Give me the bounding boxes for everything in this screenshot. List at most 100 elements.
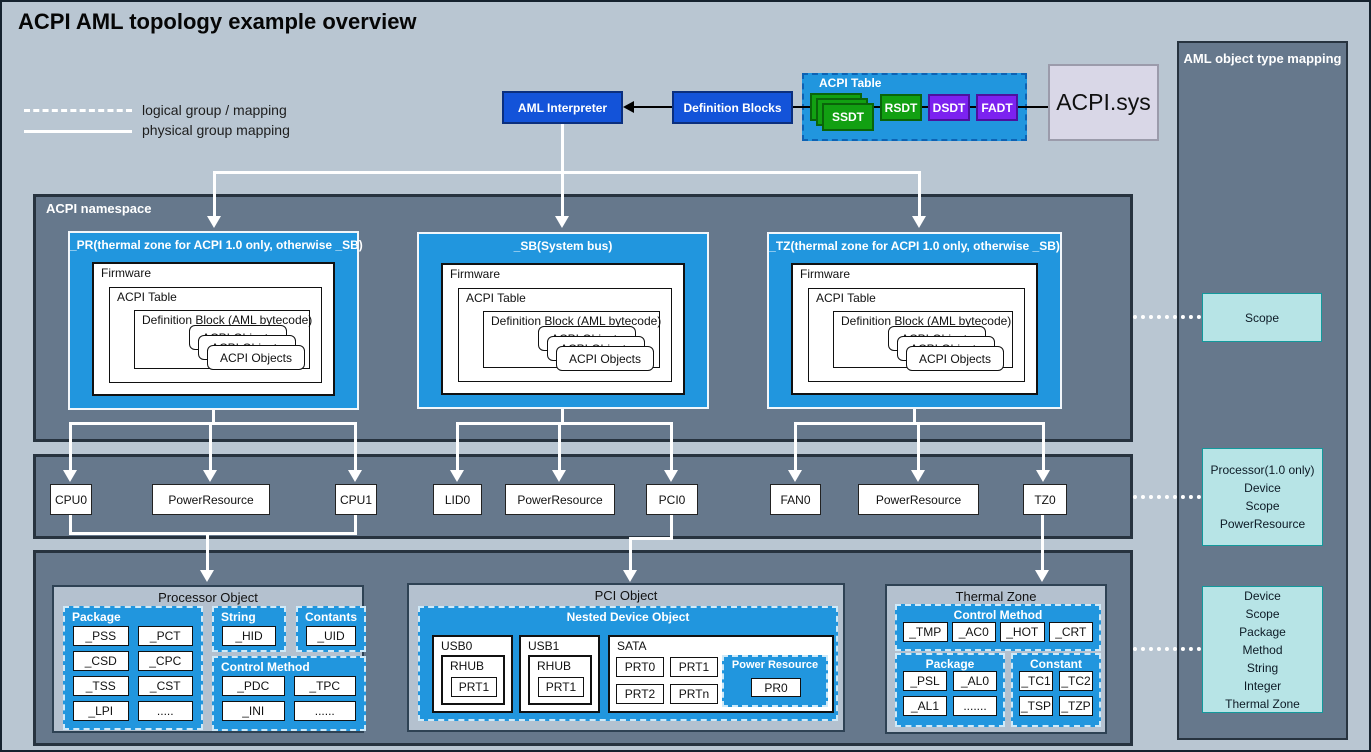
connector-tz0-drop bbox=[1041, 515, 1044, 570]
processor-object-title: Processor Object bbox=[158, 590, 258, 605]
rhub-box: RHUB PRT1 bbox=[441, 655, 505, 705]
tc1-cell: _TC1 bbox=[1019, 671, 1053, 691]
namespace-node-pr: _PR(thermal zone for ACPI 1.0 only, othe… bbox=[68, 231, 363, 410]
prt1-cell: PRT1 bbox=[670, 657, 718, 677]
pdc-cell: _PDC bbox=[222, 676, 285, 696]
acpi-table-label: ACPI Table bbox=[466, 291, 526, 305]
prtn-cell: PRTn bbox=[670, 684, 718, 704]
mapping-line: Scope bbox=[1245, 606, 1280, 621]
hid-cell: _HID bbox=[222, 626, 276, 646]
fadt-label: FADT bbox=[981, 100, 1013, 115]
legend-solid-label: physical group mapping bbox=[142, 122, 290, 138]
pr0-cell: PR0 bbox=[751, 678, 801, 697]
firmware-box: Firmware ACPI Table Definition Block (AM… bbox=[791, 263, 1038, 395]
arrow-down-icon bbox=[623, 570, 637, 582]
ini-cell: _INI bbox=[222, 701, 285, 721]
arrow-down-icon bbox=[203, 470, 217, 482]
mapping-line: Method bbox=[1242, 642, 1283, 657]
legend-solid-line bbox=[24, 130, 132, 133]
control-method-group: Control Method _PDC _TPC _INI ...... bbox=[212, 656, 366, 731]
tz-control-method-label: Control Method bbox=[953, 608, 1043, 622]
dotted-connector-processor bbox=[1133, 495, 1201, 499]
arrow-down-icon bbox=[207, 216, 221, 228]
thermal-zone-title: Thermal Zone bbox=[955, 589, 1037, 604]
sata-label: SATA bbox=[617, 639, 647, 653]
acpi-namespace-label: ACPI namespace bbox=[46, 201, 152, 216]
package-label: Package bbox=[72, 610, 121, 624]
mapping-line: Scope bbox=[1244, 310, 1280, 325]
namespace-node-title: _PR(thermal zone for ACPI 1.0 only, othe… bbox=[70, 238, 363, 252]
pci0-box: PCI0 bbox=[646, 484, 698, 515]
connector-pr-drop2 bbox=[209, 422, 212, 472]
acpi-sys-box: ACPI.sys bbox=[1048, 64, 1159, 141]
connector-pr-stub bbox=[212, 410, 215, 423]
connector-drop-pr bbox=[213, 171, 216, 217]
namespace-node-tz: _TZ(thermal zone for ACPI 1.0 only, othe… bbox=[767, 232, 1062, 409]
nested-device-object-group: Nested Device Object USB0 RHUB PRT1 USB1… bbox=[418, 606, 838, 721]
mapping-line: Processor(1.0 only) bbox=[1210, 463, 1315, 477]
arrow-down-icon bbox=[788, 470, 802, 482]
acpi-table-label: ACPI Table bbox=[816, 291, 876, 305]
connector-cpu-bar bbox=[69, 532, 357, 535]
contants-label: Contants bbox=[305, 610, 357, 624]
ellipsis-cell: ..... bbox=[137, 701, 193, 721]
pss-cell: _PSS bbox=[73, 626, 129, 646]
connector-sb-drop3 bbox=[670, 422, 673, 472]
tz-control-method-cells: _TMP _AC0 _HOT _CRT bbox=[897, 622, 1099, 642]
acpi-table-box: ACPI Table Definition Block (AML bytecod… bbox=[458, 288, 672, 382]
tz-control-method-group: Control Method _TMP _AC0 _HOT _CRT bbox=[895, 604, 1101, 651]
arrow-down-icon bbox=[911, 470, 925, 482]
usb0-box: USB0 RHUB PRT1 bbox=[432, 635, 513, 713]
arrow-down-icon bbox=[912, 216, 926, 228]
connector-tz-stub bbox=[913, 409, 916, 423]
aml-interpreter-box: AML Interpreter bbox=[502, 91, 623, 124]
connector-processor-drop bbox=[206, 532, 209, 570]
contants-cells: _UID bbox=[298, 626, 364, 646]
firmware-box: Firmware ACPI Table Definition Block (AM… bbox=[441, 263, 685, 395]
firmware-label: Firmware bbox=[450, 267, 500, 281]
string-group: String _HID bbox=[212, 606, 286, 652]
mapping-line: Integer bbox=[1243, 678, 1282, 693]
rhub-label: RHUB bbox=[450, 659, 485, 673]
legend-dashed-label: logical group / mapping bbox=[142, 102, 287, 118]
nested-device-object-label: Nested Device Object bbox=[566, 610, 690, 624]
fan0-box: FAN0 bbox=[770, 484, 821, 515]
acpi-table-box: ACPI Table Definition Block (AML bytecod… bbox=[109, 287, 322, 383]
connector-pr-drop3 bbox=[354, 422, 357, 472]
pci-object-title: PCI Object bbox=[594, 588, 658, 603]
mapping-line: Scope bbox=[1245, 499, 1280, 513]
connector-tz-drop2 bbox=[917, 422, 920, 472]
connector-tz-drop3 bbox=[1042, 422, 1045, 472]
contants-group: Contants _UID bbox=[296, 606, 366, 652]
power-resource-label: Power Resource bbox=[731, 659, 819, 671]
cpc-cell: _CPC bbox=[137, 651, 193, 671]
tzp-cell: _TZP bbox=[1059, 696, 1093, 716]
acpi-table-box: ACPI Table Definition Block (AML bytecod… bbox=[808, 288, 1025, 382]
definition-block-box: Definition Block (AML bytecode) ACPI Obj… bbox=[483, 311, 661, 371]
tz-package-label: Package bbox=[925, 657, 975, 671]
page-title: ACPI AML topology example overview bbox=[18, 9, 417, 34]
prt2-cell: PRT2 bbox=[616, 684, 664, 704]
ssdt-label: SSDT bbox=[831, 110, 864, 124]
connector-pci0-down bbox=[670, 515, 673, 540]
ellipsis-cell: ....... bbox=[953, 696, 997, 716]
arrow-down-icon bbox=[555, 216, 569, 228]
arrow-down-icon bbox=[1036, 470, 1050, 482]
fadt-box: FADT bbox=[976, 94, 1018, 121]
mapping-line: String bbox=[1246, 660, 1279, 675]
arrow-left-icon bbox=[623, 101, 634, 113]
namespace-node-title: _TZ(thermal zone for ACPI 1.0 only, othe… bbox=[769, 239, 1060, 253]
device-mapping-box: Device Scope Package Method String Integ… bbox=[1202, 586, 1323, 713]
connector-sb-stub bbox=[561, 409, 564, 423]
connector-pr-bar bbox=[69, 422, 357, 425]
connector-pci-drop bbox=[629, 537, 632, 570]
cst-cell: _CST bbox=[137, 676, 193, 696]
aml-interpreter-label: AML Interpreter bbox=[517, 100, 608, 115]
acpi-objects-box: ACPI Objects bbox=[556, 346, 654, 371]
mapping-line: Package bbox=[1239, 624, 1286, 639]
tz-constant-label: Constant bbox=[1030, 657, 1082, 671]
arrow-down-icon bbox=[552, 470, 566, 482]
tc2-cell: _TC2 bbox=[1059, 671, 1093, 691]
cpu0-box: CPU0 bbox=[50, 484, 92, 515]
